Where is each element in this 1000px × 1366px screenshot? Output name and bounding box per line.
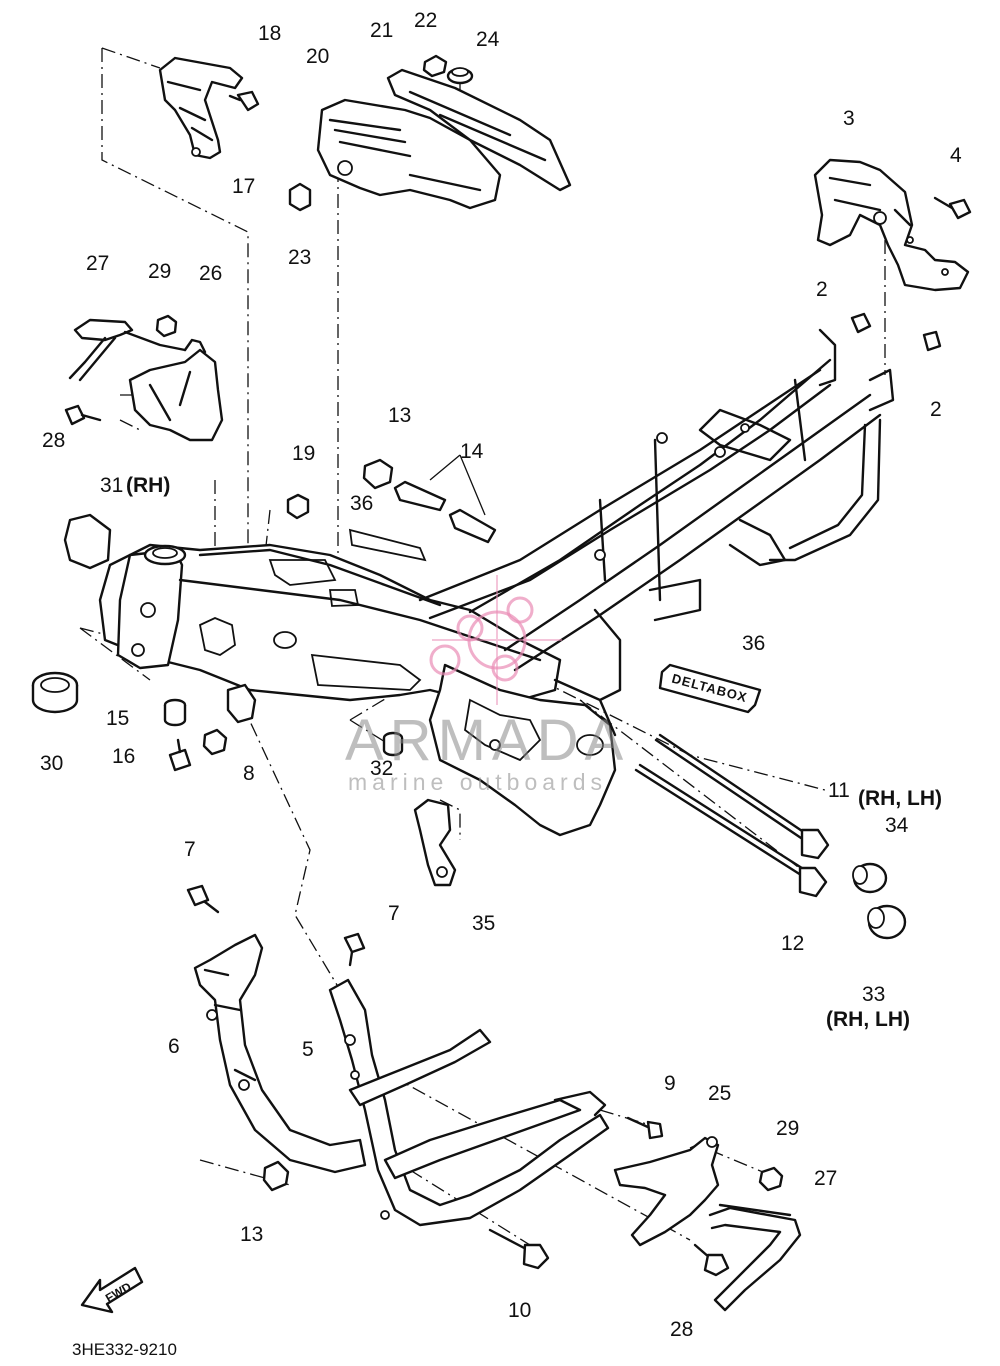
bolt-10 — [488, 1228, 550, 1270]
nut-29-upper — [155, 314, 178, 338]
label-23: 23 — [288, 246, 311, 269]
decal-36-upper — [348, 528, 427, 562]
bolt-4 — [933, 196, 972, 220]
nut-13-lower — [262, 1160, 290, 1192]
part-labels: 18 17 20 21 22 24 23 3 4 2 2 27 29 26 28… — [40, 9, 962, 1341]
decal-36-deltabox: DELTABOX — [658, 663, 762, 714]
note-11-rh-lh: (RH, LH) — [858, 787, 942, 810]
footrest-27-lower — [708, 1203, 802, 1312]
footrest-25 — [613, 1136, 720, 1247]
collar-32 — [382, 731, 404, 757]
bushing-31 — [63, 513, 112, 570]
label-8: 8 — [243, 762, 255, 785]
label-24: 24 — [476, 28, 500, 51]
label-30: 30 — [40, 752, 63, 775]
label-29b: 29 — [776, 1117, 799, 1140]
bracket-35 — [413, 798, 457, 887]
label-22: 22 — [414, 9, 437, 32]
footrest-27-upper — [68, 318, 187, 382]
label-28b: 28 — [670, 1318, 693, 1341]
label-9: 9 — [664, 1072, 676, 1095]
label-12: 12 — [781, 932, 804, 955]
label-13b: 13 — [240, 1223, 263, 1246]
bolt-28-lower — [693, 1243, 730, 1277]
bolt-12 — [634, 763, 828, 898]
grommet-22 — [422, 54, 448, 78]
bracket-3 — [813, 158, 970, 292]
label-31: 31 — [100, 474, 123, 497]
bolt-14 — [393, 480, 497, 544]
label-15: 15 — [106, 707, 129, 730]
label-33: 33 — [862, 983, 885, 1006]
label-11: 11 — [828, 779, 850, 802]
fwd-arrow-icon: FWD — [80, 1266, 144, 1314]
damper-2 — [850, 312, 942, 352]
nut-24 — [446, 67, 474, 85]
bolt-16 — [168, 738, 192, 772]
label-32: 32 — [370, 757, 393, 780]
bearing-30 — [31, 671, 79, 714]
label-7b: 7 — [388, 902, 400, 925]
bolt-7b — [343, 932, 366, 967]
bracket-lower — [226, 683, 257, 724]
label-17: 17 — [232, 175, 255, 198]
label-29a: 29 — [148, 260, 171, 283]
bracket-6 — [193, 933, 367, 1174]
collar-19 — [286, 493, 310, 520]
label-26: 26 — [199, 262, 222, 285]
cover-21 — [386, 68, 572, 192]
frame-5 — [328, 978, 610, 1227]
bolt-7a — [186, 884, 220, 914]
main-frame — [98, 328, 895, 837]
label-35: 35 — [472, 912, 495, 935]
label-34: 34 — [885, 814, 909, 837]
label-7a: 7 — [184, 838, 196, 861]
label-28a: 28 — [42, 429, 65, 452]
label-10: 10 — [508, 1299, 531, 1322]
bolt-18 — [228, 90, 260, 112]
cap-34 — [852, 862, 888, 894]
cap-33 — [867, 904, 907, 940]
label-27a: 27 — [86, 252, 109, 275]
nut-29-lower — [758, 1166, 784, 1192]
armada-watermark: ARMADA marine outboards — [345, 575, 629, 795]
label-4: 4 — [950, 144, 962, 167]
label-27b: 27 — [814, 1167, 837, 1190]
watermark-logo-icon — [429, 575, 562, 705]
label-6: 6 — [168, 1035, 180, 1058]
nut-13-upper — [362, 458, 394, 490]
damper-23 — [288, 182, 312, 212]
label-5: 5 — [302, 1038, 314, 1061]
label-14: 14 — [460, 440, 484, 463]
label-19: 19 — [292, 442, 315, 465]
watermark-tagline: marine outboards — [348, 769, 607, 795]
cover-20 — [316, 98, 502, 210]
label-20: 20 — [306, 45, 329, 68]
nut-8 — [202, 728, 228, 756]
label-2a: 2 — [816, 278, 828, 301]
label-13a: 13 — [388, 404, 411, 427]
leader-lines — [79, 47, 886, 1246]
label-25: 25 — [708, 1082, 731, 1105]
label-36a: 36 — [350, 492, 373, 515]
label-21: 21 — [370, 19, 393, 42]
note-31-rh: (RH) — [126, 474, 170, 497]
bolt-9 — [626, 1116, 664, 1140]
label-2b: 2 — [930, 398, 942, 421]
diagram-code: 3HE332-9210 — [72, 1340, 177, 1359]
label-16: 16 — [112, 745, 135, 768]
note-33-rh-lh: (RH, LH) — [826, 1008, 910, 1031]
label-18: 18 — [258, 22, 281, 45]
bracket-17 — [158, 56, 244, 160]
label-3: 3 — [843, 107, 855, 130]
bolt-11 — [654, 733, 830, 860]
collar-15 — [163, 698, 187, 727]
bracket-26 — [128, 338, 224, 442]
watermark-brand: ARMADA — [345, 708, 629, 773]
bolt-28-upper — [64, 404, 102, 426]
label-36b: 36 — [742, 632, 765, 655]
